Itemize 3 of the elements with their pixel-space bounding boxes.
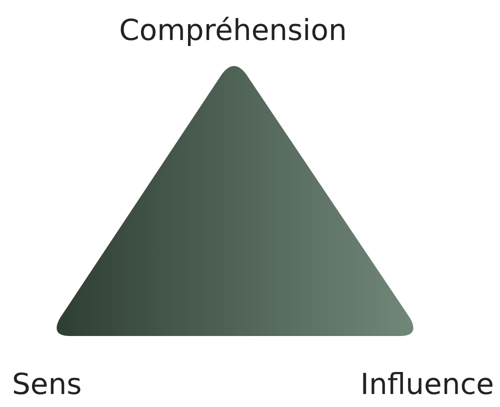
corner-label: Influence xyxy=(360,370,494,399)
corner-label: Sens xyxy=(12,370,82,399)
corner-label: Compréhension xyxy=(119,16,347,45)
